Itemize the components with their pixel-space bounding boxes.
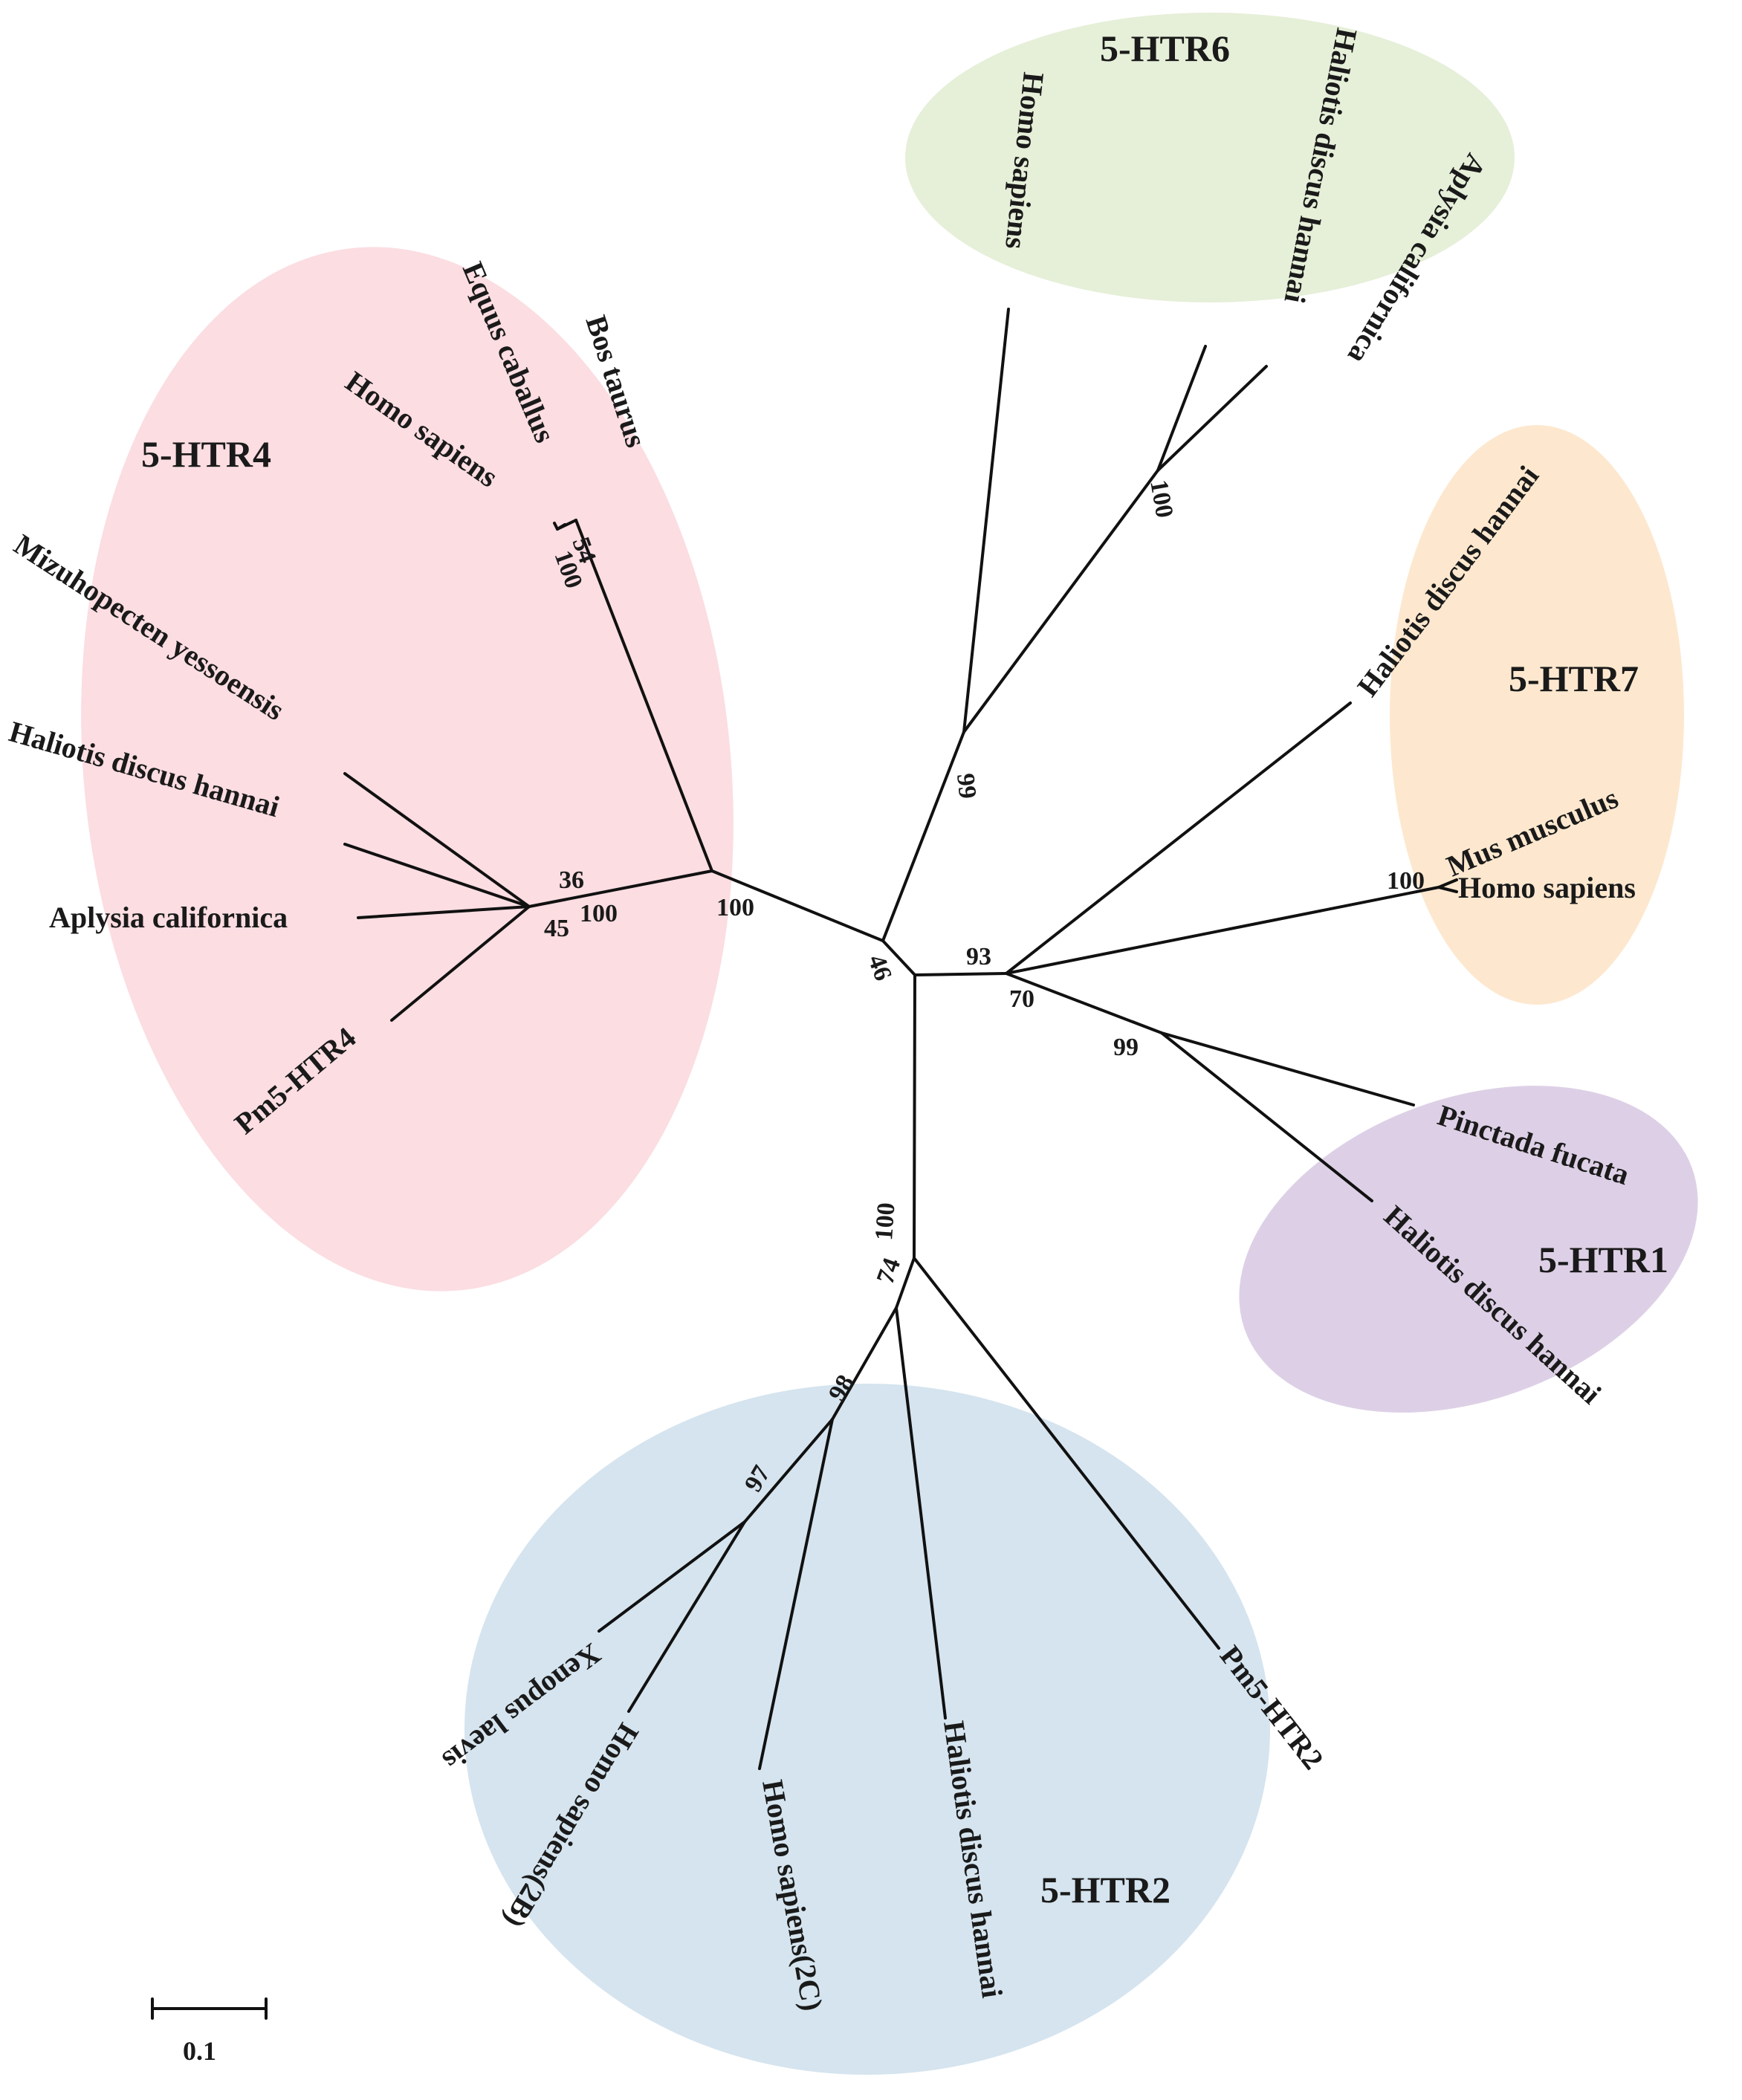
leaf-htr4-aplysia: Aplysia californica [49, 901, 288, 934]
scale-bar-label: 0.1 [183, 2036, 216, 2066]
bootstrap-100-htr4-mid: 100 [580, 900, 618, 927]
branch-htr7-mus [1437, 878, 1458, 889]
branch-46-htr6 [881, 730, 965, 942]
branch-htr7-homo [1437, 886, 1458, 893]
group-5htr7-ellipse [1390, 425, 1684, 1005]
branch-74-98 [831, 1306, 898, 1421]
scale-bar-line [151, 1997, 268, 2020]
branch-htr6-homo [962, 308, 1010, 733]
bootstrap-100-htr4-base: 100 [716, 894, 754, 921]
bootstrap-100-htr6: 100 [1144, 478, 1178, 520]
branch-right-htr7 [1005, 886, 1440, 975]
branch-inner-mizuhopecten [343, 772, 531, 908]
bootstrap-100-htr2: 100 [870, 1202, 900, 1241]
branch-clade4-equus [553, 522, 559, 531]
branch-htr4-inner [528, 869, 713, 908]
branch-inner-aplysia [357, 905, 531, 919]
branch-root-46 [881, 939, 916, 976]
branch-98-homo2c [758, 1418, 834, 1770]
branch-97-xenopus [598, 1520, 746, 1633]
branch-100-aplysia [1156, 365, 1268, 472]
branch-100-haliotis [1156, 345, 1207, 472]
branch-root-down [913, 973, 916, 1260]
group-label-5htr6: 5-HTR6 [1100, 27, 1230, 69]
bootstrap-36: 36 [559, 866, 584, 894]
branch-htr6-100 [962, 469, 1159, 733]
group-5htr2-ellipse [464, 1384, 1270, 2075]
branch-46-htr4 [710, 869, 884, 942]
branch-htr4-clade4 [574, 519, 713, 872]
group-label-5htr7: 5-HTR7 [1509, 658, 1639, 699]
branch-inner-pm5 [390, 905, 531, 1022]
branch-97-homo2b [627, 1520, 746, 1713]
branch-right-htr7hal [1005, 701, 1352, 975]
branch-htr1-haliotis [1160, 1031, 1373, 1202]
branch-root-right [913, 972, 1008, 976]
bootstrap-99-htr1: 99 [1113, 1034, 1139, 1061]
tree-branches [343, 308, 1458, 1770]
bootstrap-70: 70 [1009, 985, 1034, 1013]
branch-down-74 [895, 1257, 916, 1309]
group-label-5htr1: 5-HTR1 [1538, 1239, 1668, 1280]
scale-bar: 0.1 [151, 1997, 268, 2066]
bootstrap-74: 74 [872, 1254, 906, 1288]
branch-98-97 [743, 1418, 834, 1523]
branch-inner-haliotis [343, 843, 531, 908]
bootstrap-45: 45 [544, 915, 569, 942]
group-5htr1-ellipse [1239, 1086, 1698, 1413]
bootstrap-99-htr6: 99 [951, 772, 981, 800]
bootstrap-46: 46 [862, 951, 896, 985]
branch-74-haliotis [895, 1306, 947, 1720]
group-backgrounds [81, 13, 1698, 2075]
group-5htr6-ellipse [905, 13, 1515, 302]
leaf-htr7-homo-sapiens: Homo sapiens [1458, 871, 1636, 904]
bootstrap-93: 93 [966, 943, 991, 970]
branch-down-pm5 [913, 1257, 1220, 1650]
group-5htr4-ellipse [81, 247, 734, 1292]
bootstrap-100-htr7: 100 [1387, 867, 1425, 895]
group-label-5htr4: 5-HTR4 [141, 433, 271, 475]
branch-htr1-pinctada [1160, 1031, 1415, 1106]
branch-right-htr1 [1005, 972, 1163, 1034]
group-label-5htr2: 5-HTR2 [1040, 1869, 1170, 1911]
